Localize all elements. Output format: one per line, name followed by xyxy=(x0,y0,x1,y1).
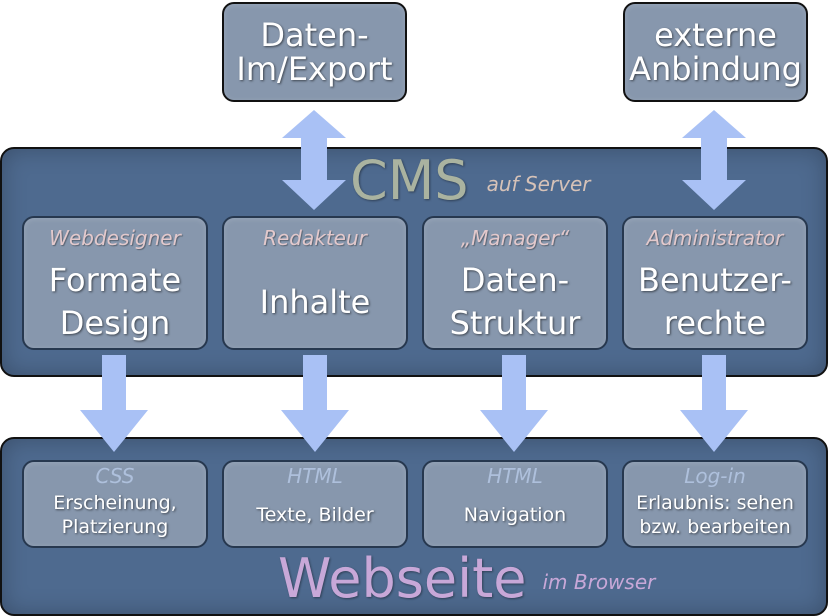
output-box-html-navigation: HTML Navigation xyxy=(422,460,608,548)
down-arrow-icon xyxy=(680,355,748,452)
role-label: Webdesigner xyxy=(49,226,181,250)
role-label: „Manager“ xyxy=(460,226,570,250)
role-label: Redakteur xyxy=(263,226,367,250)
down-arrow-icon xyxy=(80,355,148,452)
cms-heading: CMS auf Server xyxy=(350,149,591,212)
output-description: Erscheinung, Platzierung xyxy=(53,492,177,538)
down-arrow-icon xyxy=(480,355,548,452)
externe-anbindung-box: externe Anbindung xyxy=(623,2,808,102)
double-arrow-icon xyxy=(282,110,346,210)
tech-label: CSS xyxy=(95,464,135,488)
role-main-label: Daten- Struktur xyxy=(449,261,581,342)
double-arrow-icon xyxy=(682,110,746,210)
cms-title: CMS xyxy=(350,149,469,212)
tech-label: HTML xyxy=(487,464,543,488)
role-main-label: Benutzer- rechte xyxy=(638,261,792,342)
output-description: Erlaubnis: sehen bzw. bearbeiten xyxy=(636,492,794,538)
tech-label: Log-in xyxy=(684,464,746,488)
role-box-administrator: Administrator Benutzer- rechte xyxy=(622,216,808,350)
externe-anbindung-label: externe Anbindung xyxy=(629,16,802,88)
role-label: Administrator xyxy=(646,226,784,250)
output-box-html-content: HTML Texte, Bilder xyxy=(222,460,408,548)
output-box-login: Log-in Erlaubnis: sehen bzw. bearbeiten xyxy=(622,460,808,548)
daten-import-export-label: Daten- Im/Export xyxy=(236,16,393,88)
webseite-title: Webseite xyxy=(278,547,527,610)
tech-label: HTML xyxy=(287,464,343,488)
webseite-subtitle: im Browser xyxy=(542,570,656,594)
role-box-webdesigner: Webdesigner Formate Design xyxy=(22,216,208,350)
webseite-heading: Webseite im Browser xyxy=(278,546,655,610)
output-description: Texte, Bilder xyxy=(256,504,374,526)
role-box-redakteur: Redakteur Inhalte xyxy=(222,216,408,350)
daten-import-export-box: Daten- Im/Export xyxy=(222,2,407,102)
role-main-label: Formate Design xyxy=(48,261,182,342)
down-arrow-icon xyxy=(281,355,349,452)
output-box-css: CSS Erscheinung, Platzierung xyxy=(22,460,208,548)
role-box-manager: „Manager“ Daten- Struktur xyxy=(422,216,608,350)
output-description: Navigation xyxy=(463,504,567,526)
role-main-label: Inhalte xyxy=(259,282,371,321)
cms-subtitle: auf Server xyxy=(486,172,591,196)
